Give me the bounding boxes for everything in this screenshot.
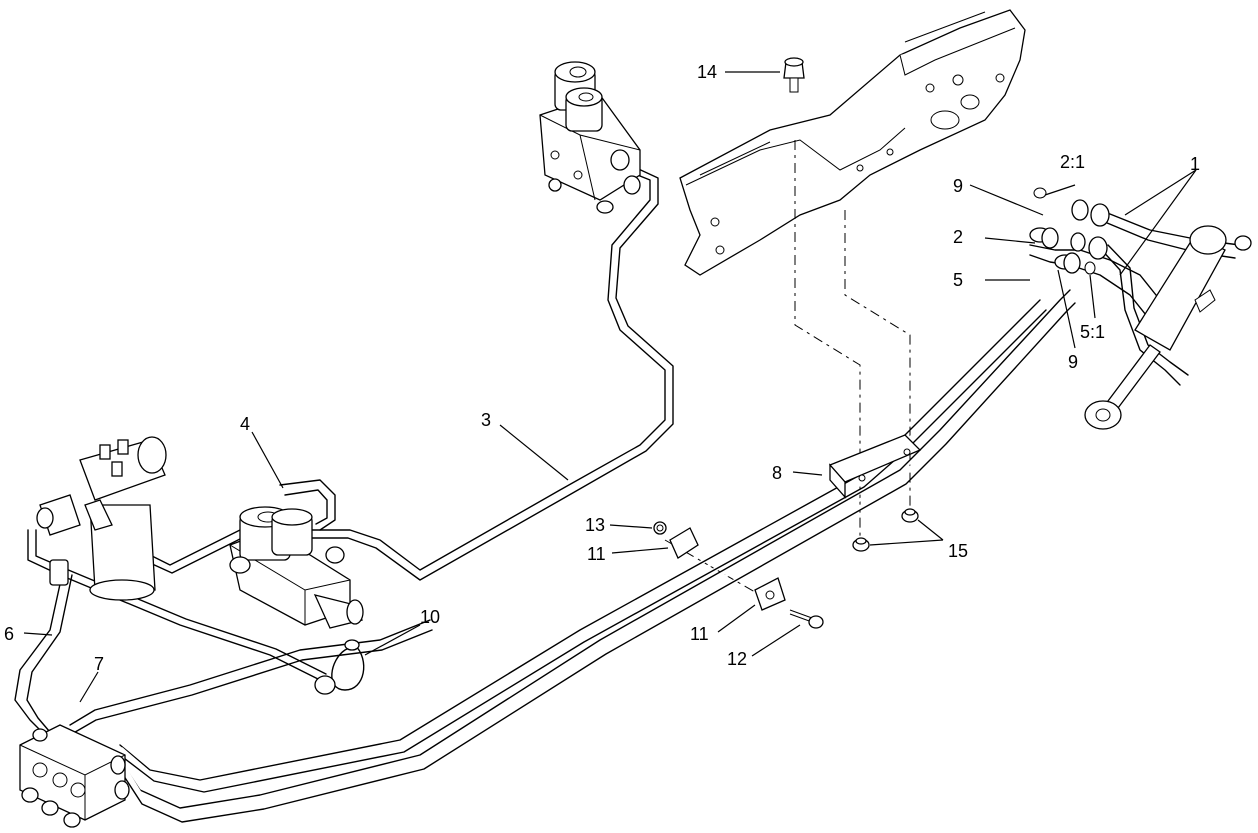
leader-lines [23, 71, 1197, 703]
callout-14: 14 [697, 62, 717, 82]
hydraulic-cylinder [1084, 225, 1252, 430]
callout-13: 13 [585, 515, 605, 535]
callout-1: 1 [1190, 154, 1200, 174]
manifold-block [19, 724, 130, 828]
callout-10: 10 [420, 607, 440, 627]
callout-labels: 1 2:1 9 2 5 5:1 9 14 3 4 8 13 11 15 10 1… [4, 62, 1200, 674]
filter-assembly [36, 436, 167, 601]
tube-bundle-lower [14, 165, 1076, 823]
bracket-8 [828, 434, 922, 499]
callout-9-top: 9 [953, 176, 963, 196]
callout-4: 4 [240, 414, 250, 434]
callout-9-bottom: 9 [1068, 352, 1078, 372]
cable-tie-10 [314, 639, 365, 695]
callout-5: 5 [953, 270, 963, 290]
callout-11-top: 11 [587, 544, 606, 564]
callout-5-1: 5:1 [1080, 322, 1105, 342]
upper-control-valve [539, 61, 641, 214]
callout-8: 8 [772, 463, 782, 483]
frame-rail [679, 9, 1026, 276]
callout-2: 2 [953, 227, 963, 247]
flange-nuts-15 [852, 508, 919, 552]
callout-7: 7 [94, 654, 104, 674]
fittings-cluster [1029, 187, 1110, 275]
callout-12: 12 [727, 649, 747, 669]
middle-valve-4 [229, 506, 364, 629]
callout-15: 15 [948, 541, 968, 561]
tube-clamp [653, 521, 824, 629]
callout-6: 6 [4, 624, 14, 644]
callout-11-bottom: 11 [690, 624, 709, 644]
bolt-14 [783, 57, 805, 93]
callout-2-1: 2:1 [1060, 152, 1085, 172]
callout-3: 3 [481, 410, 491, 430]
